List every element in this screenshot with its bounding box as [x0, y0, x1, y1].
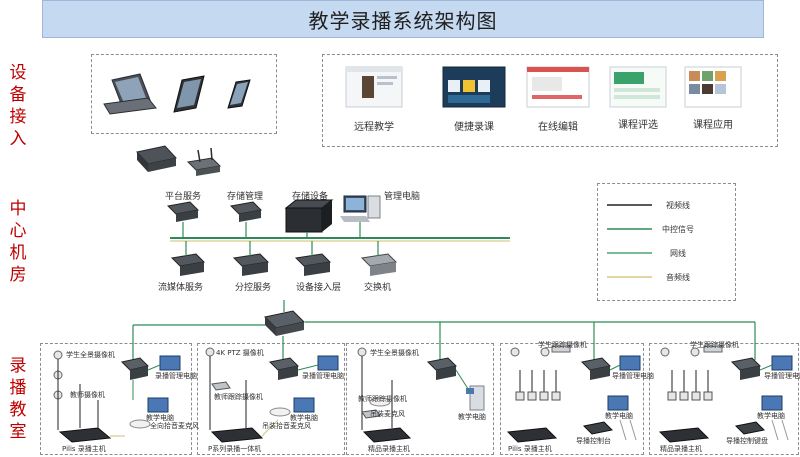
c3-host-label: 精品录播主机: [368, 445, 410, 453]
apps-box: [322, 54, 778, 147]
c3-cam-label: 学生全景摄像机: [370, 349, 419, 357]
legend-box: [597, 183, 736, 301]
classroom-box-3: [346, 343, 494, 455]
tablet-icon: [173, 75, 205, 113]
label-storage-device: 存储设备: [292, 192, 329, 202]
label-management-pc: 管理电脑: [384, 192, 421, 202]
platform-server-icon: [166, 201, 200, 222]
management-pc-icon: [340, 195, 381, 222]
phone-icon: [227, 79, 251, 109]
classroom-4-devices: [506, 345, 641, 443]
router-icon: [186, 147, 222, 176]
c4-console-label: 导播控制台: [576, 437, 611, 445]
c1-pc2-label: 教学电脑: [146, 414, 174, 422]
c5-pc2-label: 教学电脑: [757, 412, 785, 420]
c3-mic-label: 吊装麦克风: [370, 410, 405, 418]
section-label-central-room: 中心机房: [9, 199, 27, 285]
c1-mic-label: 全向拾音麦克风: [150, 422, 199, 430]
storage-manage-icon: [229, 201, 263, 222]
c4-cam-label: 学生跟踪摄像机: [538, 341, 587, 349]
top-switch-icon: [136, 145, 177, 172]
label-storage-manage: 存储管理: [227, 192, 264, 202]
app-label-review: 课程评选: [618, 120, 658, 131]
terminal-devices-box: [91, 54, 277, 134]
label-switch: 交换机: [364, 283, 392, 293]
classroom-box-1: [40, 343, 192, 455]
page-title: 教学录播系统架构图: [42, 0, 764, 38]
c5-host-label: 精品录播主机: [660, 445, 702, 453]
app-label-course: 课程应用: [693, 120, 733, 131]
classroom-2-devices: [205, 347, 339, 443]
classroom-box-5: [649, 343, 799, 455]
section-label-device-access: 设备接入: [9, 63, 27, 149]
label-platform-server: 平台服务: [165, 192, 202, 202]
c5-console-label: 导播控制键盘: [726, 437, 768, 445]
c2-pc-label: 录播管理电脑: [302, 372, 344, 380]
legend-control: 中控信号: [662, 225, 694, 234]
label-device-access: 设备接入层: [296, 283, 342, 293]
switch-icon: [360, 253, 398, 276]
classroom-box-2: [197, 343, 345, 455]
app-screenshot-course: [684, 66, 742, 108]
app-screenshot-review: [609, 66, 667, 108]
app-label-edit: 在线编辑: [538, 122, 578, 133]
c2-cam-label: 4K PTZ 摄像机: [216, 349, 264, 357]
classroom-box-4: [500, 343, 644, 455]
c2-pc2-label: 教学电脑: [290, 414, 318, 422]
app-label-remote: 远程教学: [354, 122, 394, 133]
app-label-record: 便捷录课: [454, 122, 494, 133]
c2-mic-label: 吊装拾音麦克风: [262, 422, 311, 430]
section-label-classroom: 录播教室: [9, 356, 27, 442]
c1-host-label: Pilis 录播主机: [62, 445, 106, 453]
c5-cam-label: 学生跟踪摄像机: [690, 341, 739, 349]
c4-host-label: Pilis 录播主机: [508, 445, 552, 453]
label-dist-server: 分控服务: [235, 283, 272, 293]
classroom-5-devices: [658, 345, 793, 443]
core-switch-icon: [263, 310, 306, 336]
c4-pc2-label: 教学电脑: [605, 412, 633, 420]
c4-pc-label: 导播管理电脑: [612, 372, 654, 380]
classroom-3-devices: [357, 347, 485, 443]
c3-pc2-label: 教学电脑: [458, 413, 486, 421]
c1-teacher-cam: 教师摄像机: [70, 391, 105, 399]
storage-device-icon: [284, 199, 334, 233]
c1-pc-label: 录播管理电脑: [155, 372, 197, 380]
legend-network: 网线: [670, 249, 686, 258]
legend-video: 视频线: [666, 201, 690, 210]
legend-audio: 音频线: [666, 273, 690, 282]
c1-cam-label: 学生全景摄像机: [66, 351, 115, 359]
app-screenshot-remote: [345, 66, 403, 108]
app-screenshot-record: [442, 66, 506, 108]
media-server-icon: [170, 253, 206, 276]
c3-teacher-cam: 教师跟踪摄像机: [358, 395, 407, 403]
c2-host-label: P系列录播一体机: [208, 445, 262, 453]
c2-teacher-cam: 教师跟踪摄像机: [214, 393, 263, 401]
title-text: 教学录播系统架构图: [308, 8, 498, 33]
laptop-icon: [103, 73, 157, 115]
device-access-server-icon: [294, 253, 332, 276]
label-media-server: 流媒体服务: [158, 283, 204, 293]
classroom-1-devices: [53, 350, 181, 443]
c5-pc-label: 导播管理电脑: [764, 372, 800, 380]
app-screenshot-edit: [526, 66, 590, 108]
dist-server-icon: [232, 253, 270, 276]
